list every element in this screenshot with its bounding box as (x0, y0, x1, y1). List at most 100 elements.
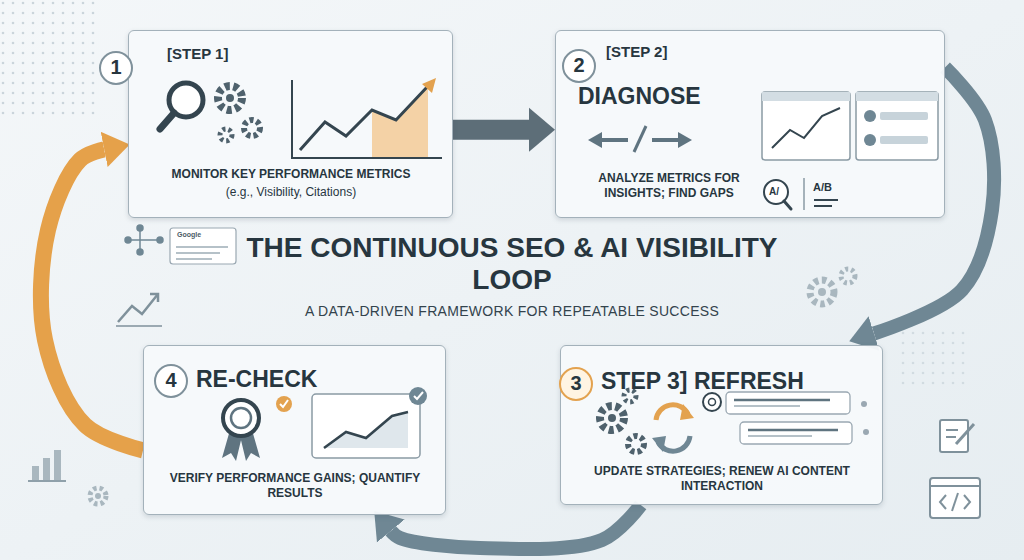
chat-bubbles-icon-part (703, 393, 721, 411)
network-icon-part (125, 237, 131, 243)
double-arrow-icon-part (598, 138, 628, 142)
step-description: UPDATE STRATEGIES; RENEW AI CONTENT INTE… (571, 464, 873, 494)
bar-chart-icon-part (32, 466, 39, 480)
gears-icon (600, 390, 644, 452)
dot-texture (0, 0, 100, 120)
code-icon-part (930, 485, 980, 487)
chat-bubbles-icon-part (709, 399, 716, 406)
ab-magnifier-icon-part (814, 205, 832, 207)
gear-icon (810, 269, 855, 304)
code-icon (930, 478, 980, 518)
browser-logo-text: Google (177, 231, 201, 238)
award-badge-icon (222, 400, 260, 461)
step-number: 3 (559, 367, 593, 401)
chart-window-icon-part (762, 92, 850, 160)
gear-icon (90, 488, 106, 504)
trend-icon-part (116, 325, 162, 327)
chart-window-icon-part (414, 392, 423, 399)
chat-bubbles-icon-part (748, 429, 838, 432)
trend-icon (116, 294, 162, 326)
profile-window-icon (856, 92, 938, 160)
line-chart-icon-part (422, 78, 436, 93)
chart-window-icon (312, 387, 427, 458)
code-icon-part (952, 493, 958, 511)
bar-chart-icon-part (43, 458, 50, 480)
step-label: [STEP 1] (167, 45, 228, 62)
check-icon (276, 396, 292, 412)
network-icon-part (128, 239, 160, 241)
chart-window-icon-part (324, 412, 408, 448)
chat-bubbles-icon-part (863, 429, 869, 435)
bar-chart-icon (28, 450, 66, 481)
chat-bubbles-icon-part (734, 399, 830, 402)
refresh-icon (652, 404, 694, 452)
step-heading: RE-CHECK (196, 366, 317, 393)
refresh-icon-part (652, 436, 666, 452)
chart-window-icon-part (409, 387, 427, 405)
magnifier-icon-part (160, 113, 174, 129)
gear-icon-part (841, 269, 855, 283)
magnifier-icon (160, 83, 203, 129)
gears-icon-part (628, 436, 644, 452)
chart-window-icon-part (772, 108, 840, 148)
chat-bubbles-icon-part (861, 401, 867, 407)
chat-bubbles-icon-part (748, 435, 812, 437)
step-description: ANALYZE METRICS FOR INSIGHTS; FIND GAPS (578, 171, 760, 201)
step-example: (e.g., Visibility, Citations) (139, 185, 443, 200)
double-arrow-icon (588, 126, 692, 152)
step-label: [STEP 2] (606, 43, 667, 60)
step-number: 2 (562, 49, 596, 83)
edit-icon-part (956, 424, 974, 444)
gears-icon-part (220, 129, 232, 141)
gears-icon-part (608, 414, 616, 422)
double-arrow-icon-part (588, 132, 602, 148)
edit-icon-part (946, 429, 958, 431)
check-icon-part (276, 396, 292, 412)
profile-window-icon-part (864, 110, 876, 122)
browser-icon-part (176, 252, 220, 254)
line-chart-icon-part (292, 80, 442, 158)
gears-icon-part (218, 86, 242, 110)
gears-icon-part (624, 390, 636, 402)
chart-window-icon-part (324, 412, 408, 448)
step-description: VERIFY PERFORMANCE GAINS; QUANTIFY RESUL… (154, 471, 436, 501)
ab-test-mark: A/B (813, 181, 832, 193)
profile-window-icon-part (856, 92, 938, 160)
gears-icon-part (244, 120, 260, 136)
gears-icon (218, 86, 260, 141)
step-description: MONITOR KEY PERFORMANCE METRICS (139, 167, 443, 182)
award-badge-icon-part (231, 408, 251, 428)
chart-window-icon-part (762, 92, 850, 101)
diagram-title: THE CONTINUOUS SEO & AI VISIBILITY LOOP (232, 232, 792, 296)
step-number: 4 (154, 364, 188, 398)
gear-icon-part (95, 493, 101, 499)
step-heading: DIAGNOSE (578, 83, 701, 110)
dot-texture (900, 330, 970, 390)
chart-window-icon-part (312, 394, 420, 458)
trend-icon-part (150, 294, 158, 302)
step-heading: STEP 3] REFRESH (601, 368, 804, 395)
edit-icon (940, 420, 974, 452)
code-icon-part (930, 478, 980, 518)
loop-arrow (453, 120, 529, 140)
profile-window-icon-part (856, 92, 938, 101)
refresh-icon-part (680, 404, 694, 420)
gear-icon-part (818, 288, 826, 296)
double-arrow-icon-part (634, 126, 646, 152)
ab-magnifier-icon-part (814, 199, 838, 201)
gears-icon-part (600, 406, 624, 430)
chat-bubbles-icon (703, 392, 869, 444)
browser-icon-part (176, 258, 212, 260)
network-icon (125, 225, 163, 255)
award-badge-icon-part (223, 400, 259, 436)
profile-window-icon-part (864, 134, 876, 146)
browser-icon (170, 228, 236, 264)
line-chart-icon-part (300, 86, 428, 150)
line-chart-icon (292, 78, 442, 158)
gear-icon-part (90, 488, 106, 504)
chat-bubbles-icon-part (734, 405, 800, 407)
bar-chart-icon-part (54, 450, 61, 480)
ab-magnifier-icon (764, 178, 838, 210)
edit-icon-part (946, 436, 956, 438)
